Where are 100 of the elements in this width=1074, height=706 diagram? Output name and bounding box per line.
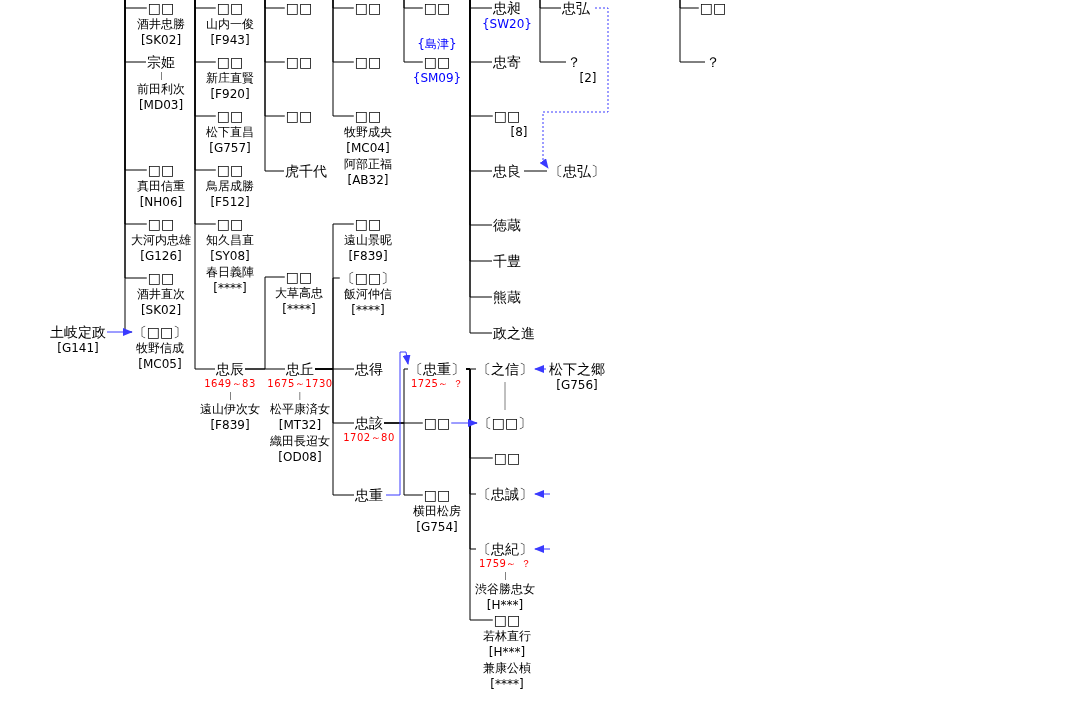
person-name: □□ bbox=[422, 1, 452, 15]
annotation-text: 兼康公楨 bbox=[483, 660, 531, 676]
annotation-text: [NH06] bbox=[139, 194, 183, 210]
annotation-text: 遠山景昵 bbox=[344, 232, 392, 248]
connector-line bbox=[523, 170, 548, 172]
annotation-text: 阿部正福 bbox=[344, 156, 392, 172]
connector-line bbox=[332, 0, 355, 117]
connector-line bbox=[314, 368, 355, 496]
person-name: 宗姫 bbox=[146, 55, 176, 69]
annotation-text: 横田松房 bbox=[413, 503, 461, 519]
person-name: □□ bbox=[492, 613, 522, 627]
annotation-text: 新庄直賢 bbox=[206, 70, 254, 86]
annotation-text: 酒井忠勝 bbox=[137, 16, 185, 32]
annotation-text: 牧野成央 bbox=[344, 124, 392, 140]
annotation-text: 知久昌直 bbox=[206, 232, 254, 248]
person-name: 忠重 bbox=[354, 488, 384, 502]
arrow bbox=[534, 545, 551, 553]
annotation-text: [MC04] bbox=[346, 140, 390, 156]
person-name: □□ bbox=[422, 55, 452, 69]
annotation-text: [G126] bbox=[140, 248, 182, 264]
annotation-text: 酒井直次 bbox=[137, 286, 185, 302]
person-name: □□ bbox=[215, 109, 245, 123]
annotation-text: 大草高忠 bbox=[275, 285, 323, 301]
arrow bbox=[450, 419, 478, 427]
person-name: 忠丘 bbox=[285, 362, 315, 376]
person-name: □□ bbox=[698, 1, 728, 15]
connector-line bbox=[264, 0, 285, 172]
annotation-text: [F920] bbox=[210, 86, 250, 102]
annotation-text: [G754] bbox=[416, 519, 458, 535]
person-name: □□ bbox=[215, 55, 245, 69]
annotation-text: [MD03] bbox=[138, 97, 184, 113]
person-name: □□ bbox=[284, 270, 314, 284]
person-name: 千豊 bbox=[492, 254, 522, 268]
life-dates: 1702～80 bbox=[343, 431, 395, 444]
annotation-text: 山内一俊 bbox=[206, 16, 254, 32]
annotation-text: 松平康済女 bbox=[270, 401, 330, 417]
connector-line bbox=[539, 0, 567, 63]
annotation-text: 大河内忠雄 bbox=[131, 232, 191, 248]
annotation-text: [H***] bbox=[486, 597, 524, 613]
annotation-text: [2] bbox=[579, 70, 597, 86]
annotation-text: [SY08] bbox=[210, 248, 250, 264]
person-name: □□ bbox=[492, 109, 522, 123]
annotation-text: [G757] bbox=[209, 140, 251, 156]
person-name: □□ bbox=[284, 109, 314, 123]
life-dates: 1759～ ？ bbox=[478, 557, 532, 570]
annotation-text: [G756] bbox=[556, 377, 598, 393]
person-name: 虎千代 bbox=[284, 164, 328, 178]
person-name: 忠辰 bbox=[215, 362, 245, 376]
clan-note: {SM09} bbox=[412, 70, 462, 87]
connector-line bbox=[504, 381, 506, 411]
person-name: 土岐定政 bbox=[49, 325, 107, 339]
person-name: 〔□□〕 bbox=[339, 271, 397, 285]
person-name: □□ bbox=[353, 217, 383, 231]
annotation-text: [MC05] bbox=[138, 356, 182, 372]
person-name: 〔□□〕 bbox=[131, 325, 189, 339]
person-name: ？ bbox=[566, 55, 582, 69]
person-name: □□ bbox=[353, 1, 383, 15]
life-dates: 1725～ ？ bbox=[410, 377, 464, 390]
person-name: 松下之郷 bbox=[548, 362, 606, 376]
connector-line bbox=[244, 368, 286, 370]
person-name: □□ bbox=[422, 488, 452, 502]
person-name: 〔忠誠〕 bbox=[476, 487, 534, 501]
arrow bbox=[534, 365, 547, 373]
person-name: □□ bbox=[284, 1, 314, 15]
person-name: 〔之信〕 bbox=[476, 362, 534, 376]
connector-line bbox=[403, 0, 424, 63]
person-name: □□ bbox=[215, 163, 245, 177]
annotation-text: [SK02] bbox=[140, 32, 182, 48]
person-name: □□ bbox=[215, 1, 245, 15]
annotation-text: [F943] bbox=[210, 32, 250, 48]
person-name: 忠良 bbox=[492, 164, 522, 178]
person-name: □□ bbox=[146, 217, 176, 231]
annotation-text: 鳥居成勝 bbox=[206, 178, 254, 194]
annotation-text: [G141] bbox=[57, 340, 99, 356]
person-name: □□ bbox=[215, 217, 245, 231]
life-dates: 1675～1730 bbox=[267, 377, 333, 390]
person-name: □□ bbox=[146, 163, 176, 177]
annotation-text: [MT32] bbox=[278, 417, 322, 433]
clan-note: {SW20} bbox=[482, 16, 532, 33]
person-name: □□ bbox=[353, 109, 383, 123]
annotation-text: 春日義陣 bbox=[206, 264, 254, 280]
person-name: □□ bbox=[146, 1, 176, 15]
person-name: 熊蔵 bbox=[492, 290, 522, 304]
annotation-text: 真田信重 bbox=[137, 178, 185, 194]
annotation-text: [8] bbox=[510, 124, 528, 140]
person-name: □□ bbox=[284, 55, 314, 69]
annotation-text: [OD08] bbox=[278, 449, 322, 465]
annotation-text: [F839] bbox=[210, 417, 250, 433]
person-name: 政之進 bbox=[492, 326, 536, 340]
annotation-text: 牧野信成 bbox=[136, 340, 184, 356]
person-name: 忠得 bbox=[354, 362, 384, 376]
annotation-text: 若林直行 bbox=[483, 628, 531, 644]
life-dates: 1649～83 bbox=[204, 377, 256, 390]
person-name: □□ bbox=[492, 451, 522, 465]
annotation-text: 松下直昌 bbox=[206, 124, 254, 140]
annotation-text: [F839] bbox=[348, 248, 388, 264]
person-name: 忠該 bbox=[354, 416, 384, 430]
person-name: 〔忠重〕 bbox=[408, 362, 466, 376]
annotation-text: 飯河仲信 bbox=[344, 286, 392, 302]
person-name: □□ bbox=[146, 271, 176, 285]
